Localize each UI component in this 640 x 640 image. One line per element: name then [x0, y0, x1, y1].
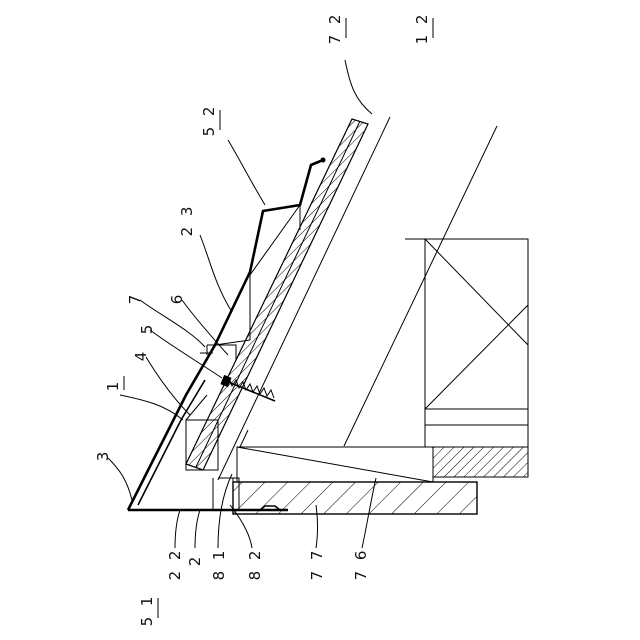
- label-2: 2: [186, 554, 204, 567]
- label-51: 5 1: [138, 594, 156, 627]
- rafter-upper: [240, 430, 248, 447]
- wall-member-76: [237, 447, 433, 482]
- roof-sheathing: [186, 119, 368, 470]
- hatched-beam: [433, 447, 528, 477]
- label-6: 6: [168, 292, 186, 305]
- label-72: 7 2: [326, 12, 344, 45]
- label-5: 5: [138, 322, 156, 335]
- label-3: 3: [94, 449, 112, 462]
- label-76: 7 6: [352, 548, 370, 581]
- label-22: 2 2: [166, 548, 184, 581]
- label-77: 7 7: [308, 548, 326, 581]
- label-23: 2 3: [178, 204, 196, 237]
- label-52: 5 2: [200, 104, 218, 137]
- label-82: 8 2: [246, 548, 264, 581]
- leader-lines: [108, 60, 376, 548]
- sheathing-inner-line: [196, 121, 360, 467]
- rafter-underside: [218, 117, 390, 480]
- frame-box: [425, 239, 528, 447]
- label-1: 1: [104, 379, 122, 392]
- background-diagonal-long: [344, 126, 497, 446]
- label-12: 1 2: [413, 12, 431, 45]
- label-7: 7: [126, 292, 144, 305]
- label-81: 8 1: [210, 548, 228, 581]
- label-4: 4: [132, 349, 150, 362]
